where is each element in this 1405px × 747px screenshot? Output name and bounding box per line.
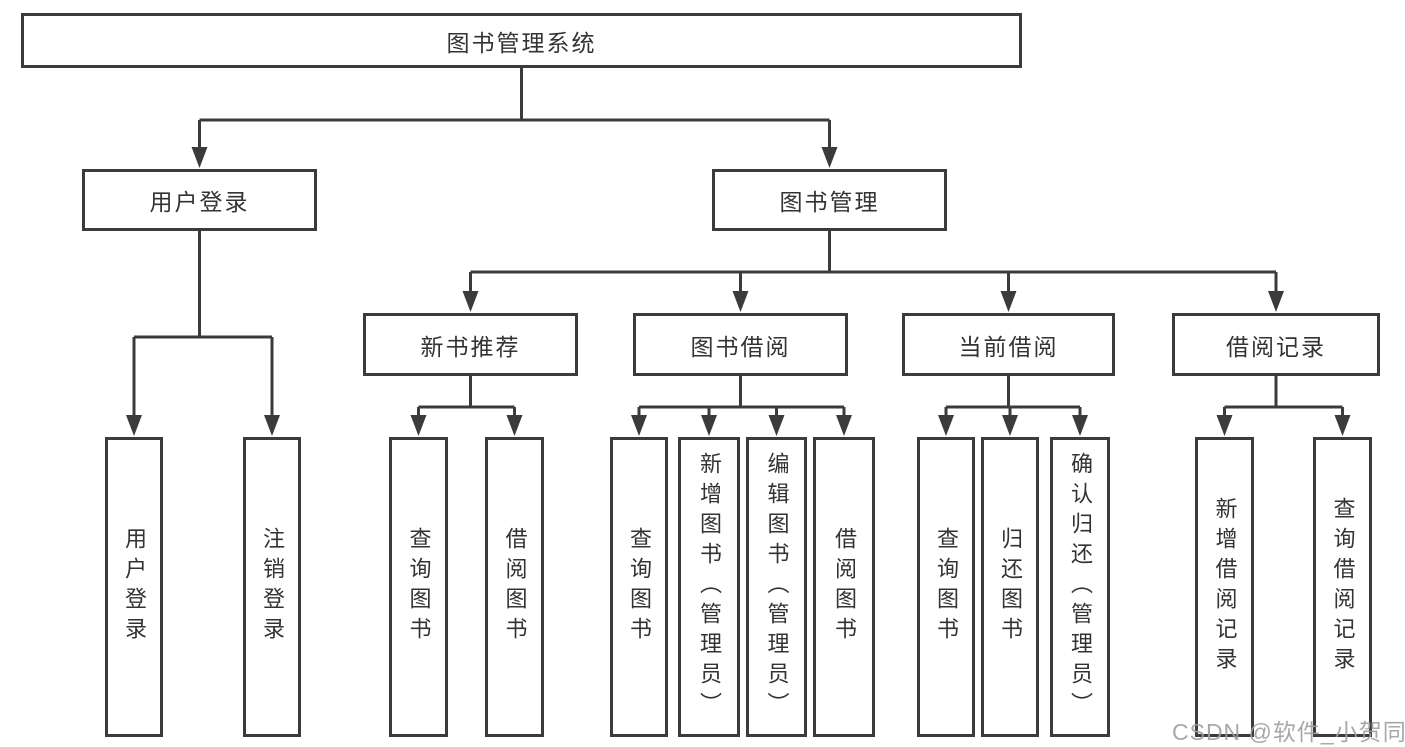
- node-user-login: 用户登录: [82, 169, 317, 231]
- node-leaf-query-books-current: 查询图书: [917, 437, 975, 737]
- node-leaf-borrow-books: 借阅图书: [813, 437, 875, 737]
- node-leaf-borrow-books-recommend: 借阅图书: [485, 437, 544, 737]
- connector-root: [191, 68, 838, 168]
- node-leaf-logout: 注销登录: [243, 437, 301, 737]
- connector-borrow-records: [1216, 376, 1351, 436]
- node-new-book-recommend: 新书推荐: [363, 313, 578, 376]
- node-leaf-query-books-recommend: 查询图书: [389, 437, 448, 737]
- node-leaf-user-login: 用户登录: [105, 437, 163, 737]
- node-leaf-confirm-return-admin: 确认归还（管理员）: [1050, 437, 1110, 737]
- node-leaf-return-books: 归还图书: [981, 437, 1039, 737]
- node-library-system: 图书管理系统: [21, 13, 1022, 68]
- node-book-management: 图书管理: [712, 169, 947, 231]
- node-book-borrow: 图书借阅: [633, 313, 848, 376]
- node-leaf-query-borrow-record: 查询借阅记录: [1313, 437, 1372, 737]
- node-current-borrow: 当前借阅: [902, 313, 1115, 376]
- connector-current-borrow: [938, 376, 1088, 436]
- node-leaf-edit-books-admin: 编辑图书（管理员）: [746, 437, 807, 737]
- connector-new-book-recommend: [410, 376, 523, 436]
- node-leaf-query-books-borrow: 查询图书: [610, 437, 668, 737]
- node-leaf-add-borrow-record: 新增借阅记录: [1195, 437, 1254, 737]
- node-leaf-add-books-admin: 新增图书（管理员）: [678, 437, 740, 737]
- csdn-watermark: CSDN @软件_小贺同学: [1172, 719, 1405, 745]
- connector-book-management: [462, 231, 1284, 312]
- connector-user-login: [126, 231, 280, 436]
- node-borrow-records: 借阅记录: [1172, 313, 1380, 376]
- connector-book-borrow: [631, 376, 852, 436]
